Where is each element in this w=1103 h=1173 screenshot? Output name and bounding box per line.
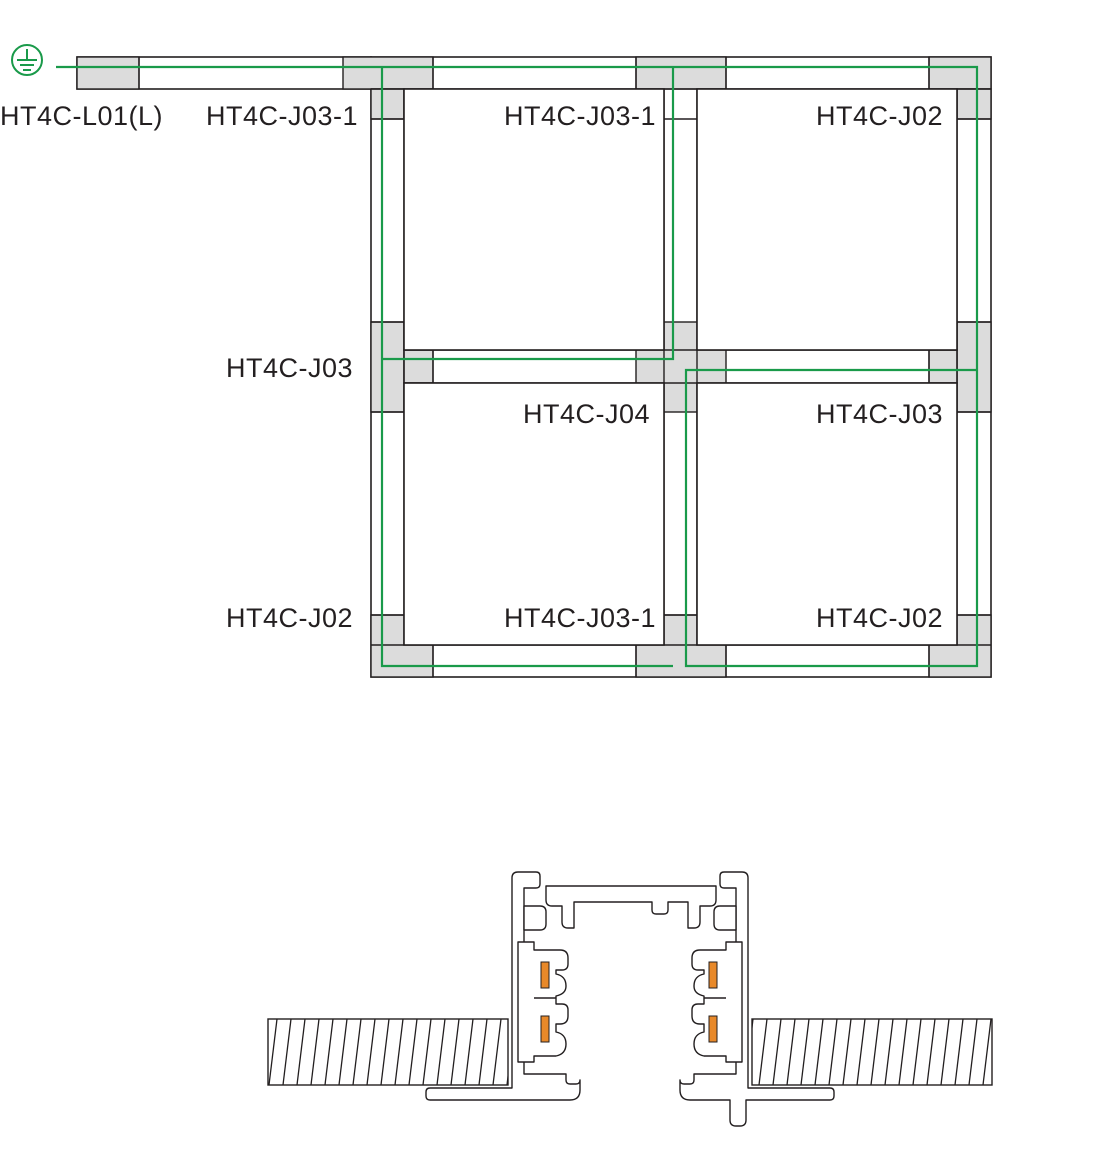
label-bottom-right-joint: HT4C-J02	[816, 603, 943, 633]
label-top-middle-joint: HT4C-J03-1	[504, 101, 656, 131]
label-bottom-middle-joint: HT4C-J03-1	[504, 603, 656, 633]
label-top-left-joint: HT4C-J03-1	[206, 101, 358, 131]
profile-left-wall	[425, 871, 581, 1101]
grid-plan: HT4C-L01(L) HT4C-J03-1 HT4C-J03-1 HT4C-J…	[0, 44, 992, 678]
ground-symbol-icon	[11, 44, 43, 76]
wire-center-link	[382, 67, 675, 361]
connector-top-left	[342, 56, 434, 90]
panel-top-left	[403, 88, 665, 351]
panel-bottom-right	[696, 382, 958, 646]
profile-top-bridge	[545, 885, 717, 929]
label-center-joint: HT4C-J04	[523, 399, 650, 429]
label-middle-right-joint: HT4C-J03	[816, 399, 943, 429]
insulator-left	[517, 941, 569, 1063]
label-feed: HT4C-L01(L)	[0, 101, 163, 131]
profile-inner-lip-left	[523, 905, 547, 931]
connector-top-middle	[635, 56, 727, 90]
insulator-right	[691, 941, 743, 1063]
feed-connector	[76, 56, 140, 90]
wiring	[56, 65, 979, 668]
label-bottom-left-joint: HT4C-J02	[226, 603, 353, 633]
ceiling-board-left	[267, 1018, 509, 1086]
contact-left-upper	[540, 961, 550, 989]
wire-main-top	[56, 65, 979, 668]
label-middle-left-joint: HT4C-J03	[226, 353, 353, 383]
contact-right-lower	[708, 1015, 718, 1043]
connector-middle-right	[956, 321, 992, 413]
profile-inner-lip-right	[713, 905, 737, 931]
connector-top-left-vertical	[370, 88, 405, 120]
profile-right-wall	[679, 871, 835, 1127]
contact-left-lower	[540, 1015, 550, 1043]
contact-right-upper	[708, 961, 718, 989]
track-cross-section	[267, 871, 993, 1127]
panel-bottom-left	[403, 382, 665, 646]
connector-middle-left-h	[403, 349, 434, 384]
connector-top-right-vertical	[956, 88, 992, 120]
connector-middle-right-h	[928, 349, 958, 384]
connector-top-right	[928, 56, 992, 90]
ceiling-board-right	[751, 1018, 993, 1086]
panel-top-right	[696, 88, 958, 351]
wire-left-loop	[380, 67, 673, 668]
connector-middle-left	[370, 321, 405, 413]
label-top-right-joint: HT4C-J02	[816, 101, 943, 131]
